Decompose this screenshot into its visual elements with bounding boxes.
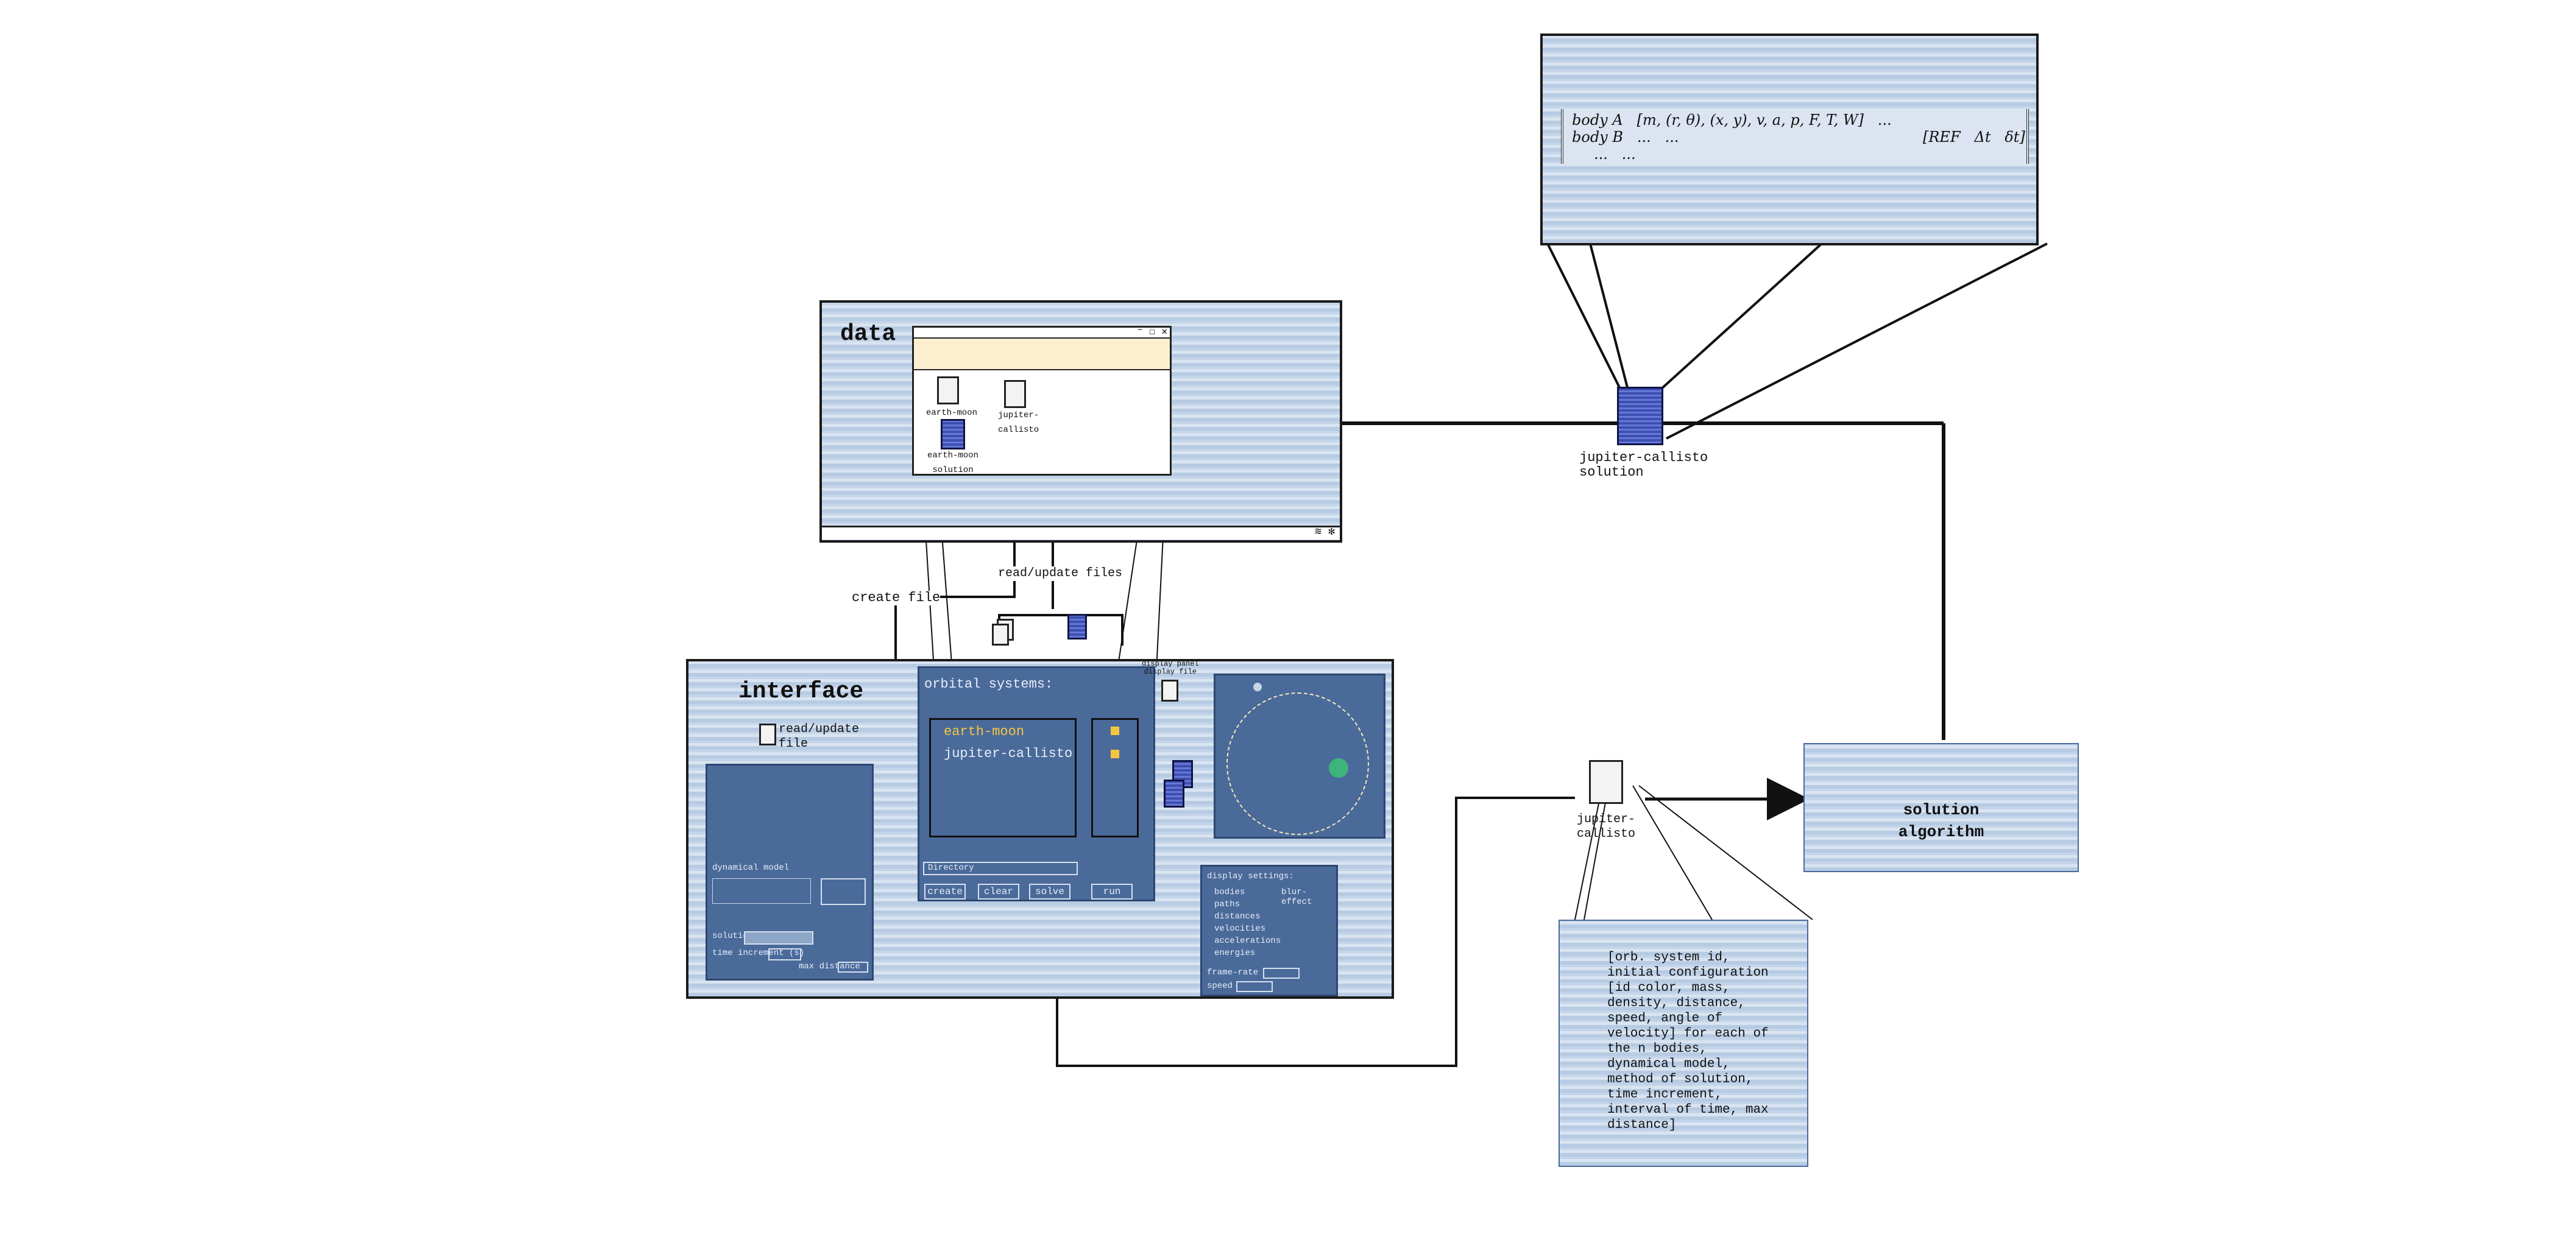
solution-select[interactable]	[744, 931, 813, 945]
run-button[interactable]: run	[1091, 884, 1133, 900]
taskbar: ≋ ✻	[822, 526, 1340, 540]
interface-panel: interface read/update file dynamical mod…	[686, 659, 1394, 999]
solution-label: solution	[712, 931, 754, 941]
create-file-label: create file	[852, 590, 941, 605]
earth-moon-file-label: earth-moon	[926, 408, 978, 418]
data-matrix-box: body A [m, (r, θ), (x, y), v, a, p, F, T…	[1540, 33, 2039, 245]
jupiter-callisto-config-icon[interactable]	[1589, 760, 1623, 804]
matrix-content: body A [m, (r, θ), (x, y), v, a, p, F, T…	[1561, 109, 2029, 164]
dynamical-model-input[interactable]	[821, 878, 866, 905]
directory-field[interactable]: Directory	[923, 862, 1078, 875]
speed-input[interactable]	[1236, 981, 1273, 992]
config-details-box: [orb. system id, initial configuration […	[1559, 920, 1808, 1167]
read-update-file-label: read/update file	[779, 722, 860, 751]
earth-moon-solution-file-icon[interactable]	[941, 419, 965, 449]
jupiter-callisto-file-icon[interactable]	[1004, 380, 1026, 408]
network-icon: ≋	[1315, 526, 1322, 538]
update-solution-icon	[1067, 614, 1087, 639]
matrix-row-3: ... ...	[1594, 146, 1636, 163]
display-solution-icon-2	[1164, 780, 1184, 808]
earth-moon-checkbox[interactable]	[1111, 727, 1119, 735]
option-blur-effect[interactable]: blur-effect	[1281, 887, 1312, 907]
frame-rate-label: frame-rate	[1207, 968, 1259, 978]
option-paths[interactable]: paths	[1214, 900, 1240, 909]
data-panel: data ✕ ☐ – earth-moon jupiter- callisto …	[819, 300, 1342, 543]
window-toolbar	[914, 339, 1170, 370]
file-browser-window: ✕ ☐ – earth-moon jupiter- callisto earth…	[912, 324, 1172, 476]
option-distances[interactable]: distances	[1214, 912, 1261, 921]
max-distance-input[interactable]	[838, 962, 868, 973]
orbit-display	[1214, 674, 1385, 839]
read-update-file-icon	[759, 724, 776, 745]
display-settings-panel: display settings: bodies paths distances…	[1200, 865, 1338, 996]
formula-field	[712, 878, 811, 904]
earth-moon-solution-label: earth-moon solution	[927, 451, 979, 475]
read-update-files-label: read/update files	[998, 566, 1123, 581]
option-energies[interactable]: energies	[1214, 948, 1256, 958]
solution-algorithm-title: solution algorithm	[1898, 801, 1984, 841]
matrix-ref: [REF Δt δt]	[1923, 129, 2025, 146]
display-file-icon	[1161, 680, 1178, 702]
jupiter-callisto-solution-icon[interactable]	[1617, 387, 1663, 445]
moon-body	[1253, 683, 1262, 691]
minimize-icon[interactable]: –	[1137, 324, 1143, 335]
earth-moon-file-icon[interactable]	[937, 376, 959, 404]
orbit-path	[1226, 692, 1369, 835]
time-increment-input[interactable]	[768, 948, 801, 960]
orbital-systems-label: orbital systems:	[924, 677, 1053, 692]
jupiter-callisto-file-label: jupiter- callisto	[998, 410, 1039, 435]
dynamical-model-label: dynamical model	[712, 863, 790, 873]
maximize-icon[interactable]: ☐	[1149, 326, 1155, 337]
configuration-form: dynamical model solution time increment …	[706, 764, 874, 981]
close-icon[interactable]: ✕	[1161, 326, 1167, 337]
systems-list	[929, 718, 1077, 837]
jupiter-callisto-checkbox[interactable]	[1111, 750, 1119, 758]
matrix-row-1: body A [m, (r, θ), (x, y), v, a, p, F, T…	[1572, 111, 1892, 129]
settings-icon: ✻	[1328, 526, 1335, 538]
option-velocities[interactable]: velocities	[1214, 924, 1266, 934]
checkbox-column	[1091, 718, 1139, 837]
system-item-earth-moon[interactable]: earth-moon	[944, 724, 1025, 739]
display-panel-label: display panel display file	[1142, 660, 1199, 676]
system-item-jupiter-callisto[interactable]: jupiter-callisto	[944, 746, 1073, 761]
create-button[interactable]: create	[924, 884, 966, 900]
frame-rate-input[interactable]	[1263, 968, 1300, 979]
jupiter-callisto-config-label: jupiter- callisto	[1577, 812, 1636, 841]
window-titlebar: ✕ ☐ –	[914, 324, 1170, 339]
data-panel-title: data	[840, 321, 896, 347]
matrix-row-2: body B ... ...	[1572, 129, 1679, 146]
clear-button[interactable]: clear	[978, 884, 1019, 900]
option-bodies[interactable]: bodies	[1214, 887, 1245, 897]
read-file-icon-2	[992, 624, 1009, 646]
interface-panel-title: interface	[738, 678, 864, 705]
speed-label: speed	[1207, 981, 1233, 991]
max-distance-label: max distance	[799, 962, 860, 971]
display-settings-label: display settings:	[1207, 872, 1294, 881]
directory-label: Directory	[928, 863, 974, 873]
option-accelerations[interactable]: accelerations	[1214, 936, 1281, 946]
solve-button[interactable]: solve	[1029, 884, 1070, 900]
orbital-systems-window: orbital systems: earth-moon jupiter-call…	[918, 666, 1155, 901]
solution-algorithm-box: solution algorithm	[1803, 743, 2079, 872]
jupiter-callisto-solution-label: jupiter-callisto solution	[1579, 450, 1708, 480]
config-details-text: [orb. system id, initial configuration […	[1607, 951, 1769, 1132]
time-increment-label: time increment (s)	[712, 948, 805, 958]
earth-body	[1329, 758, 1348, 778]
